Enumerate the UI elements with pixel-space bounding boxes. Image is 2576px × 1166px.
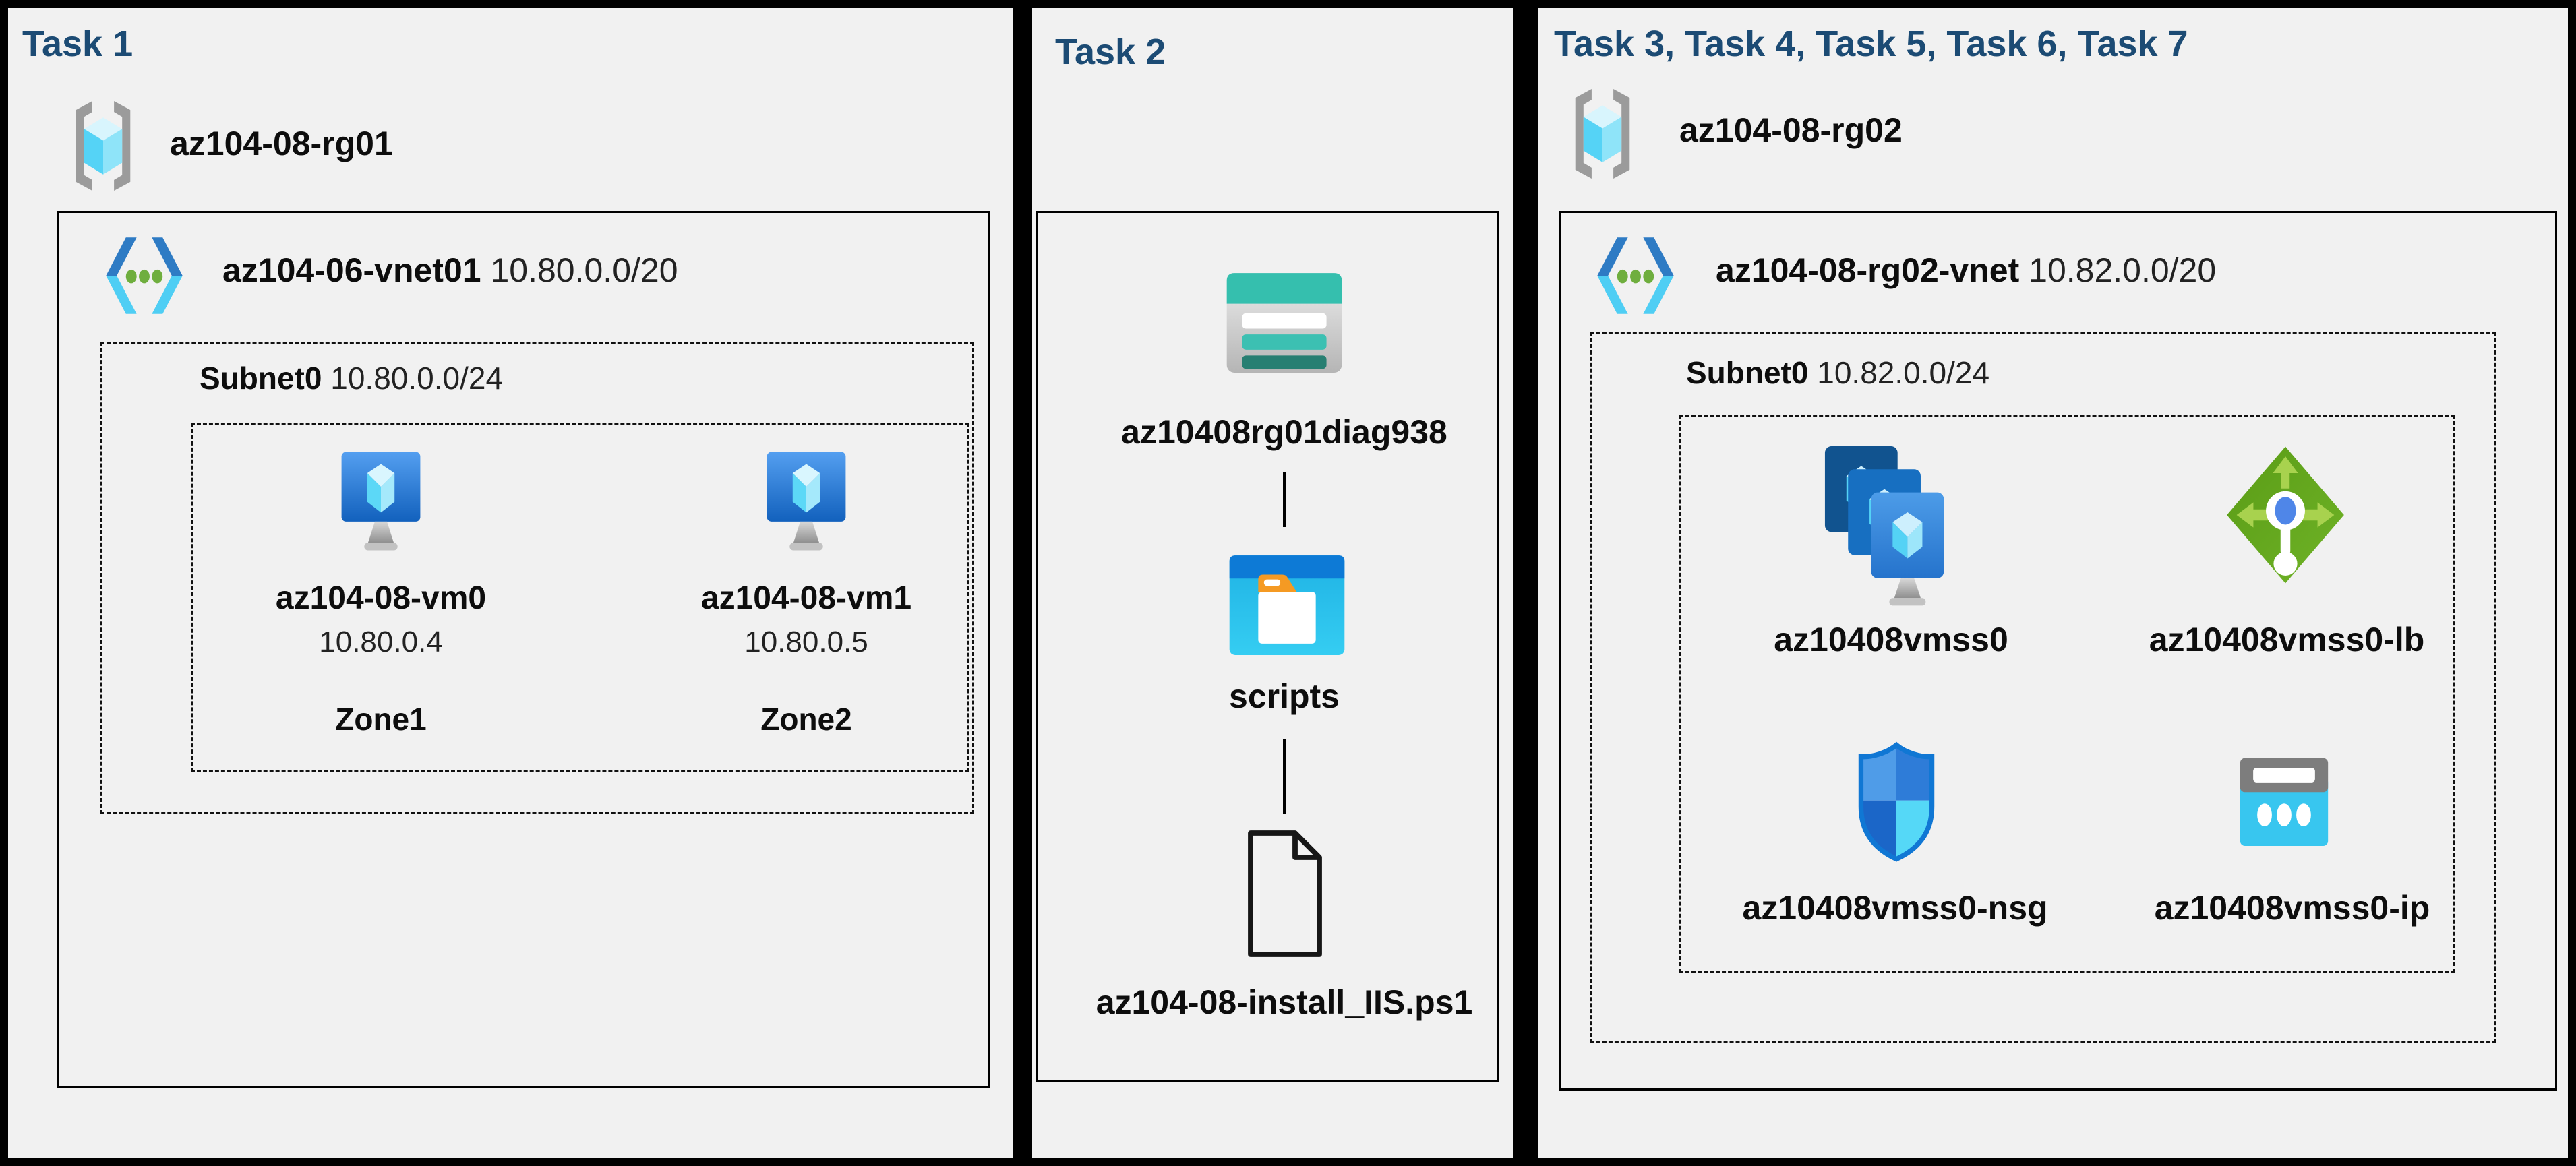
subnet-box-task1	[100, 342, 974, 814]
load-balancer-icon	[2224, 443, 2347, 586]
script-file-icon	[1242, 828, 1327, 959]
heading-task3-7: Task 3, Task 4, Task 5, Task 6, Task 7	[1554, 24, 2188, 64]
vm-ip-label: 10.80.0.4	[319, 625, 443, 658]
vm-group-box	[191, 423, 969, 772]
resource-label-nsg: az10408vmss0-nsg	[1742, 889, 2048, 927]
panel-separator	[1513, 0, 1538, 1166]
resource-label-lb: az10408vmss0-lb	[2149, 621, 2425, 658]
heading-task2: Task 2	[1055, 32, 1166, 72]
connector-line	[1283, 739, 1286, 814]
virtual-machine-icon	[758, 449, 855, 559]
vm-ip-label: 10.80.0.5	[744, 625, 868, 658]
vnet-cidr: 10.82.0.0/20	[2029, 251, 2217, 289]
resource-group-icon	[62, 98, 144, 193]
container-label: scripts	[1229, 677, 1340, 715]
subnet-box-task3	[1590, 332, 2496, 1043]
blob-container-icon	[1226, 551, 1348, 659]
script-file-label: az104-08-install_IIS.ps1	[1096, 983, 1473, 1021]
vnet-cidr: 10.80.0.0/20	[490, 251, 678, 289]
virtual-machine-icon	[332, 449, 429, 559]
subnet-cidr: 10.82.0.0/24	[1817, 355, 1990, 390]
vm-zone-label: Zone1	[335, 702, 427, 737]
subnet-name: Subnet0	[1686, 355, 1809, 390]
virtual-network-icon	[101, 236, 187, 315]
subnet-name: Subnet0	[200, 361, 322, 396]
subnet-label-task3: Subnet0 10.82.0.0/24	[1686, 355, 1989, 391]
subnet-cidr: 10.80.0.0/24	[330, 361, 504, 396]
vnet-box-task1	[57, 211, 990, 1088]
task2-box	[1036, 211, 1499, 1082]
vmss-group-box	[1679, 415, 2455, 973]
panel-task1: Task 1	[8, 8, 1013, 1158]
storage-account-label: az10408rg01diag938	[1121, 413, 1447, 451]
resource-label-vmss: az10408vmss0	[1774, 621, 2008, 658]
resource-group-label: az104-08-rg01	[170, 125, 393, 162]
storage-account-icon	[1223, 269, 1346, 377]
vm-name-label: az104-08-vm1	[700, 580, 912, 616]
virtual-network-icon	[1592, 236, 1679, 315]
vnet-name: az104-06-vnet01	[222, 251, 481, 289]
resource-label-ip: az10408vmss0-ip	[2154, 889, 2430, 927]
connector-line	[1283, 472, 1286, 527]
vnet-box-task3	[1559, 211, 2557, 1091]
panel-task2: Task 2	[1032, 8, 1513, 1158]
vnet-name: az104-08-rg02-vnet	[1716, 251, 2020, 289]
resource-group-icon	[1561, 86, 1644, 181]
vnet-label-task1: az104-06-vnet01 10.80.0.0/20	[222, 251, 678, 290]
network-security-group-icon	[1853, 741, 1940, 863]
resource-group-label: az104-08-rg02	[1679, 111, 1903, 149]
vnet-label-task3: az104-08-rg02-vnet 10.82.0.0/20	[1716, 251, 2216, 290]
heading-task1: Task 1	[22, 24, 133, 64]
panel-separator	[1013, 0, 1032, 1166]
vm-zone-label: Zone2	[760, 702, 852, 737]
subnet-label-task1: Subnet0 10.80.0.0/24	[200, 360, 503, 396]
panel-task3-7: Task 3, Task 4, Task 5, Task 6, Task 7	[1538, 8, 2568, 1158]
vm-scale-set-icon	[1822, 446, 1954, 608]
vm-name-label: az104-08-vm0	[275, 580, 487, 616]
public-ip-icon	[2237, 758, 2331, 848]
